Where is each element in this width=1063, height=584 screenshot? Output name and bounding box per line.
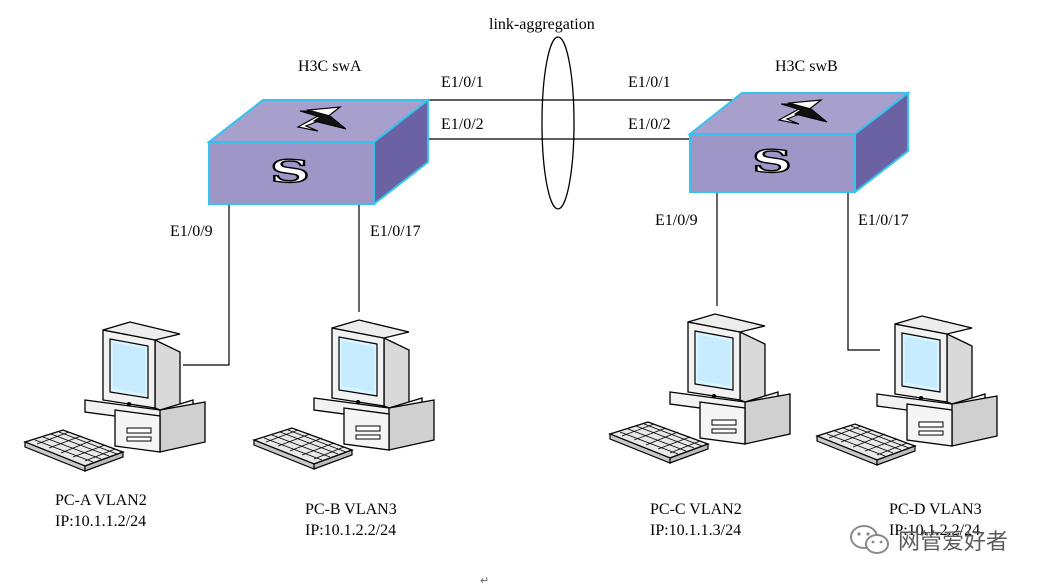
link-aggregation-label: link-aggregation	[489, 16, 595, 33]
swA-port-e1017: E1/0/17	[370, 223, 421, 240]
swA-port-e101: E1/0/1	[441, 74, 484, 91]
switch-b-name: H3C swB	[775, 58, 838, 75]
pc-c-ip: IP:10.1.1.3/24	[650, 522, 742, 539]
watermark-text: 网管爱好者	[898, 530, 1009, 555]
wechat-icon	[850, 525, 889, 554]
pc-a-ip: IP:10.1.1.2/24	[55, 513, 147, 530]
pc-a-icon	[24, 321, 206, 472]
switch-b-icon: S	[687, 90, 911, 195]
uplink-lines	[427, 99, 742, 140]
pc-c-label: PC-C VLAN2	[650, 501, 742, 518]
link-aggregation-ellipse	[541, 36, 575, 210]
pc-d-icon	[816, 315, 998, 466]
swB-downlinks	[716, 192, 880, 351]
swB-port-e101: E1/0/1	[628, 74, 671, 91]
switch-b-glyph: S	[752, 143, 792, 180]
swB-port-e109: E1/0/9	[655, 212, 698, 229]
switch-a-glyph: S	[270, 153, 310, 190]
swA-port-e109: E1/0/9	[170, 223, 213, 240]
paragraph-mark: ↵	[480, 575, 490, 584]
swA-downlinks	[183, 204, 360, 366]
pc-c-icon	[609, 313, 791, 464]
pc-b-ip: IP:10.1.2.2/24	[305, 522, 397, 539]
pc-b-label: PC-B VLAN3	[305, 501, 397, 518]
switch-a-name: H3C swA	[298, 58, 362, 75]
pc-b-icon	[253, 319, 435, 470]
swB-port-e1017: E1/0/17	[858, 212, 909, 229]
swB-port-e102: E1/0/2	[628, 116, 671, 133]
pc-d-ip: IP:10.1.2.2/24	[889, 522, 981, 539]
pc-d-label: PC-D VLAN3	[889, 501, 982, 518]
watermark: 网管爱好者	[848, 520, 1038, 560]
switch-a-icon: S	[206, 97, 431, 207]
swA-port-e102: E1/0/2	[441, 116, 484, 133]
pc-a-label: PC-A VLAN2	[55, 492, 147, 509]
